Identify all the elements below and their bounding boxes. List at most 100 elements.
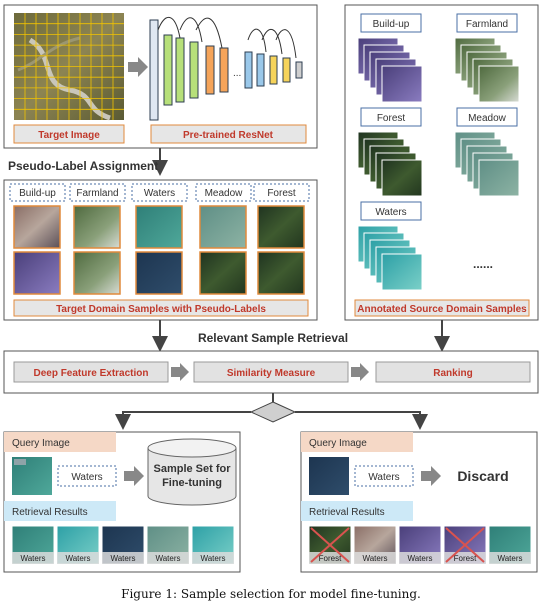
left-query-label-box: [57, 465, 117, 487]
retrieval-step: Similarity Measure: [193, 361, 349, 383]
retrieval-result: Waters: [191, 525, 235, 565]
retrieval-step-label: Deep Feature Extraction: [33, 368, 148, 379]
target-image-label-box: [13, 124, 125, 144]
target-image: [14, 13, 124, 121]
resnet-label: Pre-trained ResNet: [183, 130, 274, 141]
pseudo-column-meadow: Meadow: [195, 183, 252, 295]
pseudo-class-label: Build-up: [19, 188, 56, 199]
branch-left-arrow: [115, 411, 251, 430]
resnet-diagram: ...: [149, 17, 303, 121]
retrieval-step-label: Similarity Measure: [227, 368, 316, 379]
pseudo-sample-image: [199, 251, 247, 295]
source-class-box: [360, 201, 422, 221]
right-query-header: Query Image: [309, 438, 367, 449]
source-sample-image: [478, 159, 520, 197]
source-group-farmland: Farmland: [454, 13, 520, 103]
target-image-label: Target Image: [38, 130, 100, 141]
pseudo-column-waters: Waters: [131, 183, 188, 295]
result-label: Waters: [20, 554, 45, 563]
pseudo-class-label: Farmland: [76, 188, 118, 199]
source-sample-image: [381, 253, 423, 291]
right-results-header-bg: [301, 501, 413, 521]
right-results-header: Retrieval Results: [309, 507, 385, 518]
resnet-ellipsis: ...: [233, 68, 241, 79]
retrieval-result: Waters: [56, 525, 100, 565]
retrieval-result: Forest: [443, 525, 487, 565]
retrieval-step-label: Ranking: [433, 368, 472, 379]
retrieval-arrow: [351, 363, 369, 381]
retrieval-result: Waters: [101, 525, 145, 565]
source-sample-image: [381, 65, 423, 103]
pseudo-footer-box: [13, 299, 309, 317]
source-group-meadow: Meadow: [454, 107, 520, 197]
source-class-box: [360, 107, 422, 127]
pseudo-class-label: Meadow: [205, 188, 244, 199]
retrieval-result: Waters: [11, 525, 55, 565]
result-label: Forest: [319, 554, 342, 563]
retrieval-arrow: [171, 363, 189, 381]
left-query-header: Query Image: [12, 438, 70, 449]
source-sample-image: [478, 65, 520, 103]
source-class-label: Meadow: [468, 113, 507, 124]
result-label-bg: [399, 552, 441, 564]
pseudo-sample-image: [73, 251, 121, 295]
source-class-label: Forest: [377, 113, 406, 124]
pseudo-class-label: Forest: [267, 188, 296, 199]
reject-cross: [310, 527, 350, 563]
source-class-label: Farmland: [466, 19, 508, 30]
figure-caption: Figure 1: Sample selection for model fin…: [121, 587, 421, 601]
retrieval-step-box: [13, 361, 169, 383]
result-label-bg: [147, 552, 189, 564]
result-label: Waters: [200, 554, 225, 563]
source-class-box: [360, 13, 422, 33]
retrieval-step: Ranking: [375, 361, 531, 383]
result-label-bg: [354, 552, 396, 564]
right-query-header-bg: [301, 432, 413, 452]
pseudo-class-box: [195, 183, 252, 202]
source-class-box: [456, 107, 518, 127]
retrieval-result: Forest: [308, 525, 352, 565]
pseudo-sample-image: [135, 251, 183, 295]
pseudo-class-label: Waters: [144, 188, 175, 199]
left-query-header-bg: [4, 432, 116, 452]
retrieval-step-box: [193, 361, 349, 383]
right-to-discard-arrow: [421, 466, 441, 486]
retrieval-result: Waters: [398, 525, 442, 565]
result-label-bg: [57, 552, 99, 564]
pseudo-sample-image: [13, 251, 61, 295]
pseudo-column-forest: Forest: [253, 183, 310, 295]
result-label: Waters: [497, 554, 522, 563]
source-group-waters: Waters: [357, 201, 423, 291]
pseudo-sample-image: [73, 205, 121, 249]
source-class-box: [456, 13, 518, 33]
result-label-bg: [12, 552, 54, 564]
pseudo-column-farmland: Farmland: [69, 183, 126, 295]
left-results-header: Retrieval Results: [12, 507, 88, 518]
retrieval-step: Deep Feature Extraction: [13, 361, 169, 383]
source-footer-box: [354, 299, 530, 317]
pseudo-sample-image: [199, 205, 247, 249]
source-more: ......: [473, 257, 493, 271]
branch-diamond: [249, 401, 297, 423]
right-query-label: Waters: [368, 472, 399, 483]
pseudo-class-box: [131, 183, 188, 202]
sample-set-cylinder: [147, 438, 237, 506]
result-label-bg: [102, 552, 144, 564]
left-query-label: Waters: [71, 472, 102, 483]
retrieval-result: Waters: [353, 525, 397, 565]
pseudo-class-box: [253, 183, 310, 202]
source-sample-image: [381, 159, 423, 197]
pipeline-arrow: [128, 57, 148, 77]
left-query-image: [12, 457, 52, 495]
result-label: Waters: [65, 554, 90, 563]
source-group-build-up: Build-up: [357, 13, 423, 103]
result-label: Forest: [454, 554, 477, 563]
pseudo-sample-image: [135, 205, 183, 249]
source-class-label: Waters: [375, 207, 406, 218]
result-label-bg: [489, 552, 531, 564]
pseudo-column-build-up: Build-up: [9, 183, 66, 295]
pseudo-title: Pseudo-Label Assignment: [8, 159, 158, 173]
retrieval-result: Waters: [146, 525, 190, 565]
pseudo-panel: [3, 179, 318, 321]
